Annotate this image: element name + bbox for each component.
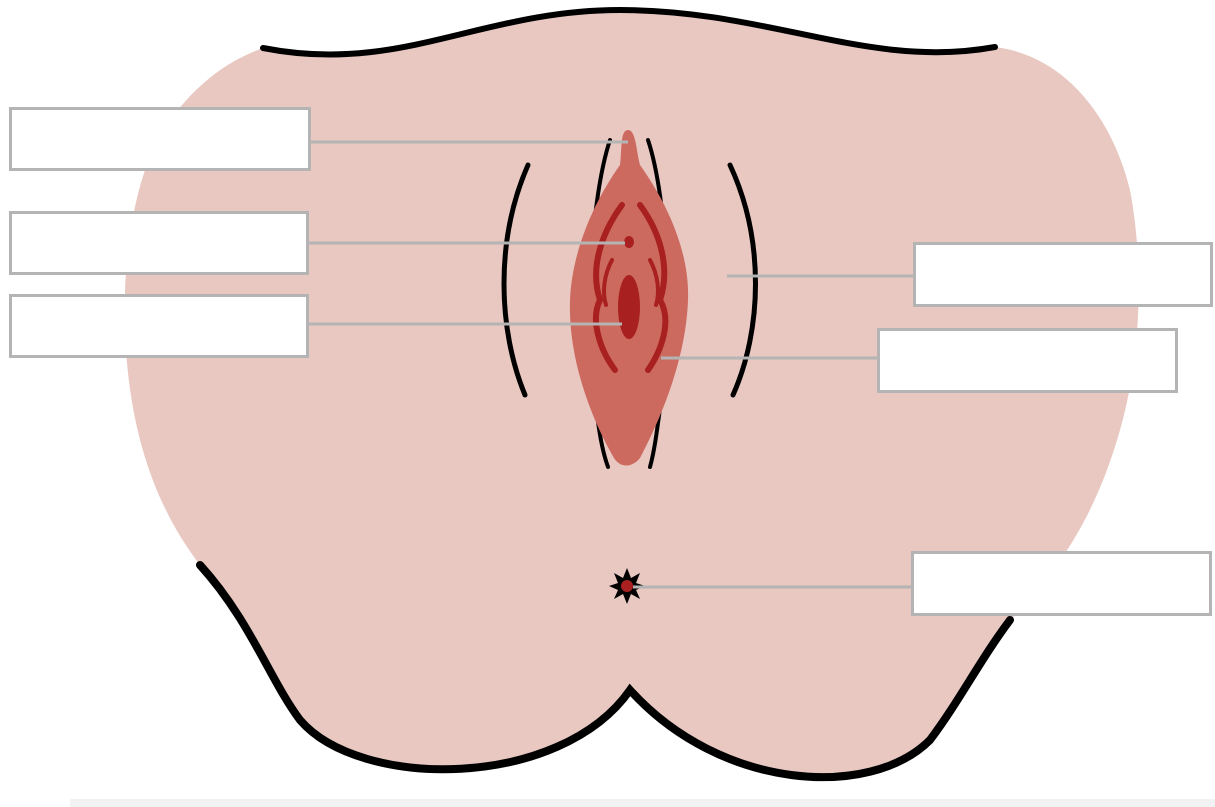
label-box-6[interactable] (911, 551, 1212, 616)
label-box-5[interactable] (877, 328, 1178, 393)
urethral-opening (624, 236, 634, 248)
vaginal-opening (618, 275, 640, 339)
label-box-3[interactable] (9, 294, 309, 358)
label-box-4[interactable] (913, 242, 1213, 307)
label-box-1[interactable] (9, 107, 311, 171)
label-box-2[interactable] (9, 211, 309, 275)
bottom-strip (70, 799, 1215, 807)
